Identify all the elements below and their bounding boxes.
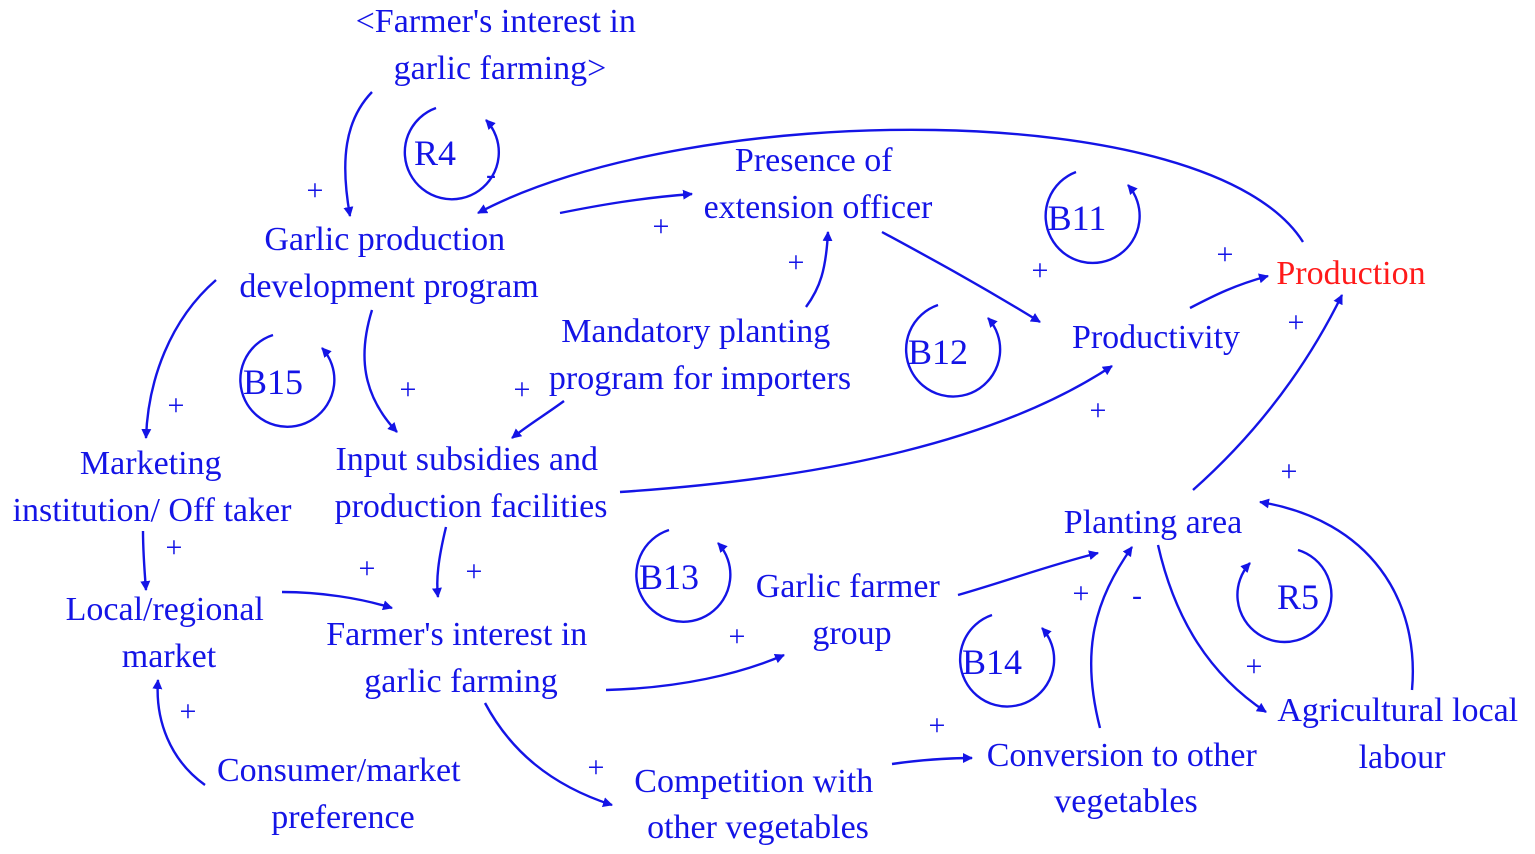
polarity-sign: + xyxy=(168,389,185,422)
loop-label-r5: R5 xyxy=(1277,577,1319,617)
loop-r4: R4 xyxy=(403,106,500,201)
polarity-signs: - + + + + + + + + + + + + + + + - + + + … xyxy=(166,158,1305,784)
link-production-to-program xyxy=(477,128,1305,243)
loop-b11: B11 xyxy=(1044,170,1141,265)
polarity-sign: + xyxy=(1281,455,1298,488)
polarity-sign: + xyxy=(588,751,605,784)
node-competition-other-vegetables: Competition with other vegetables xyxy=(634,763,881,846)
link-consumer-to-local-market xyxy=(152,679,206,786)
link-local-market-to-interest xyxy=(281,590,393,611)
link-mandatory-to-extension xyxy=(805,231,833,308)
loop-label-b13: B13 xyxy=(639,557,699,597)
causal-links xyxy=(140,91,1414,807)
variables: <Farmer's interest in garlic farming> Ga… xyxy=(13,3,1526,846)
link-group-to-planting xyxy=(957,550,1099,597)
loop-r5: R5 xyxy=(1236,548,1333,644)
link-program-to-extension xyxy=(559,189,693,215)
polarity-sign: + xyxy=(466,555,483,588)
link-planting-to-production xyxy=(1192,294,1344,491)
link-program-to-input xyxy=(363,309,398,433)
node-local-regional-market: Local/regional market xyxy=(66,591,273,675)
polarity-sign: + xyxy=(929,709,946,742)
link-shadow-interest-to-program xyxy=(343,91,373,217)
node-input-subsidies: Input subsidies and production facilitie… xyxy=(335,441,608,525)
polarity-sign: + xyxy=(307,174,324,207)
polarity-sign: + xyxy=(1288,306,1305,339)
node-conversion-other-vegetables: Conversion to other vegetables xyxy=(987,737,1266,820)
node-farmer-interest: Farmer's interest in garlic farming xyxy=(326,616,596,700)
link-extension-to-productivity xyxy=(881,230,1041,324)
node-garlic-production-program: Garlic production development program xyxy=(239,221,538,305)
link-planting-to-labour xyxy=(1156,544,1267,714)
polarity-sign: + xyxy=(400,373,417,406)
node-productivity: Productivity xyxy=(1072,319,1240,356)
link-interest-to-group xyxy=(605,653,785,692)
loop-markers: R4 B11 B12 B15 B13 B14 R5 xyxy=(239,106,1333,708)
loop-label-b14: B14 xyxy=(962,642,1022,682)
link-productivity-to-production xyxy=(1189,273,1269,310)
polarity-sign: + xyxy=(1032,254,1049,287)
node-consumer-market-preference: Consumer/market preference xyxy=(217,752,469,836)
loop-label-r4: R4 xyxy=(414,133,456,173)
polarity-sign: + xyxy=(1073,577,1090,610)
polarity-sign: + xyxy=(514,373,531,406)
link-marketing-to-local-market xyxy=(140,530,151,591)
loop-b13: B13 xyxy=(635,528,732,623)
node-garlic-farmer-group: Garlic farmer group xyxy=(756,568,949,652)
link-competition-to-conversion xyxy=(891,753,973,766)
polarity-sign: + xyxy=(653,210,670,243)
polarity-sign: + xyxy=(1246,650,1263,683)
polarity-sign: + xyxy=(729,620,746,653)
polarity-sign: + xyxy=(166,531,183,564)
node-extension-officer: Presence of extension officer xyxy=(704,142,933,226)
link-input-to-interest xyxy=(431,526,448,598)
polarity-sign: + xyxy=(359,552,376,585)
polarity-sign: + xyxy=(1217,238,1234,271)
node-mandatory-planting: Mandatory planting program for importers xyxy=(549,313,851,397)
loop-b15: B15 xyxy=(239,333,336,428)
polarity-sign: + xyxy=(788,246,805,279)
link-program-to-marketing xyxy=(141,279,217,439)
node-production: Production xyxy=(1276,255,1425,292)
loop-label-b12: B12 xyxy=(908,332,968,372)
node-agricultural-labour: Agricultural local labour xyxy=(1277,692,1526,776)
link-mandatory-to-input xyxy=(511,400,565,439)
link-conversion-to-planting xyxy=(1089,546,1133,729)
loop-b12: B12 xyxy=(904,303,1002,398)
polarity-sign: - xyxy=(486,158,496,191)
polarity-sign: + xyxy=(1090,394,1107,427)
link-interest-to-competition xyxy=(483,702,613,807)
loop-b14: B14 xyxy=(958,613,1056,708)
link-input-to-productivity xyxy=(619,364,1113,494)
loop-label-b11: B11 xyxy=(1048,198,1107,238)
node-marketing-institution: Marketing institution/ Off taker xyxy=(13,445,293,529)
polarity-sign: + xyxy=(180,695,197,728)
link-labour-to-planting xyxy=(1259,498,1414,691)
polarity-sign: - xyxy=(1132,579,1142,612)
node-farmer-interest-shadow: <Farmer's interest in garlic farming> xyxy=(356,3,645,87)
node-planting-area: Planting area xyxy=(1064,504,1242,541)
loop-label-b15: B15 xyxy=(243,362,303,402)
